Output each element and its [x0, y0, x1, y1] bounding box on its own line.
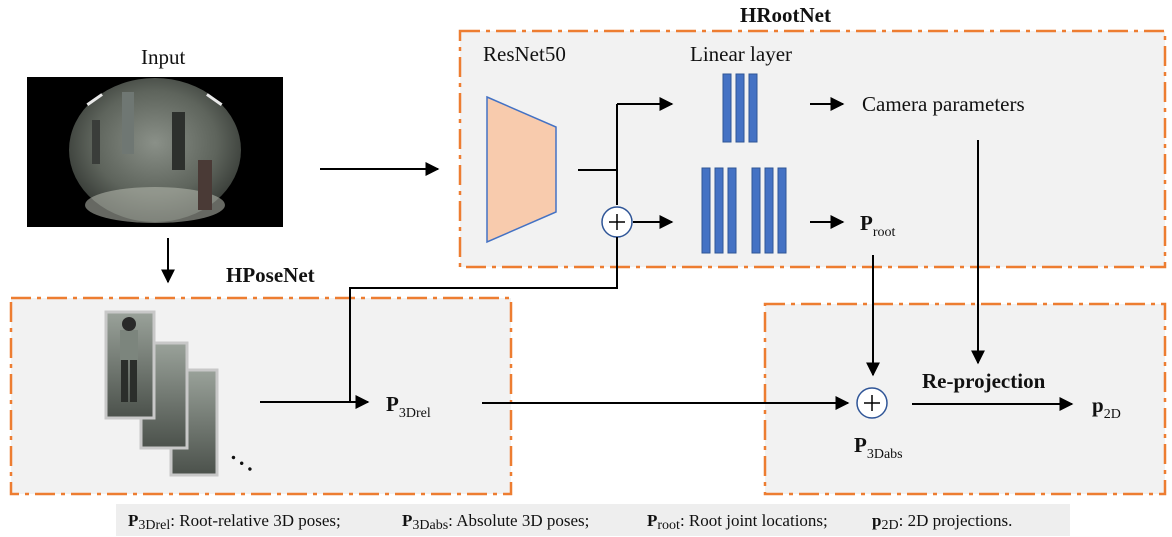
hposenet-panel	[9, 296, 513, 496]
legend-entry-root: Proot: Root joint locations;	[647, 511, 828, 533]
input-label: Input	[141, 45, 185, 69]
camera-parameters-label: Camera parameters	[862, 92, 1025, 116]
legend-entry-3dabs: P3Dabs: Absolute 3D poses;	[402, 511, 589, 533]
input-image	[27, 77, 283, 227]
hrootnet-title: HRootNet	[740, 3, 831, 27]
legend-entry-3drel: P3Drel: Root-relative 3D poses;	[128, 511, 341, 533]
resnet50-label: ResNet50	[483, 42, 566, 66]
reprojection-panel	[763, 302, 1167, 496]
fusion-plus-icon	[601, 206, 633, 238]
legend-entry-2d: p2D: 2D projections.	[872, 511, 1012, 533]
root-layer-bars	[701, 167, 787, 254]
linear-layer-label: Linear layer	[690, 42, 792, 66]
hposenet-title: HPoseNet	[226, 263, 315, 287]
legend-bar	[116, 504, 1070, 536]
p-3dabs-label: P3Dabs	[854, 433, 903, 462]
pose-crops	[104, 310, 219, 477]
resnet-branch-lines	[578, 104, 618, 205]
p3drel-to-fusion-line	[349, 237, 618, 402]
resnet50-block	[486, 95, 557, 244]
p-3drel-label: P3Drel	[386, 392, 431, 421]
hrootnet-panel	[458, 29, 1167, 269]
linear-layer-bars	[722, 73, 758, 143]
p-root-label: Proot	[860, 211, 895, 240]
abs-plus-icon	[856, 387, 888, 419]
reprojection-label: Re-projection	[922, 369, 1046, 393]
p-2d-label: p2D	[1092, 393, 1121, 422]
